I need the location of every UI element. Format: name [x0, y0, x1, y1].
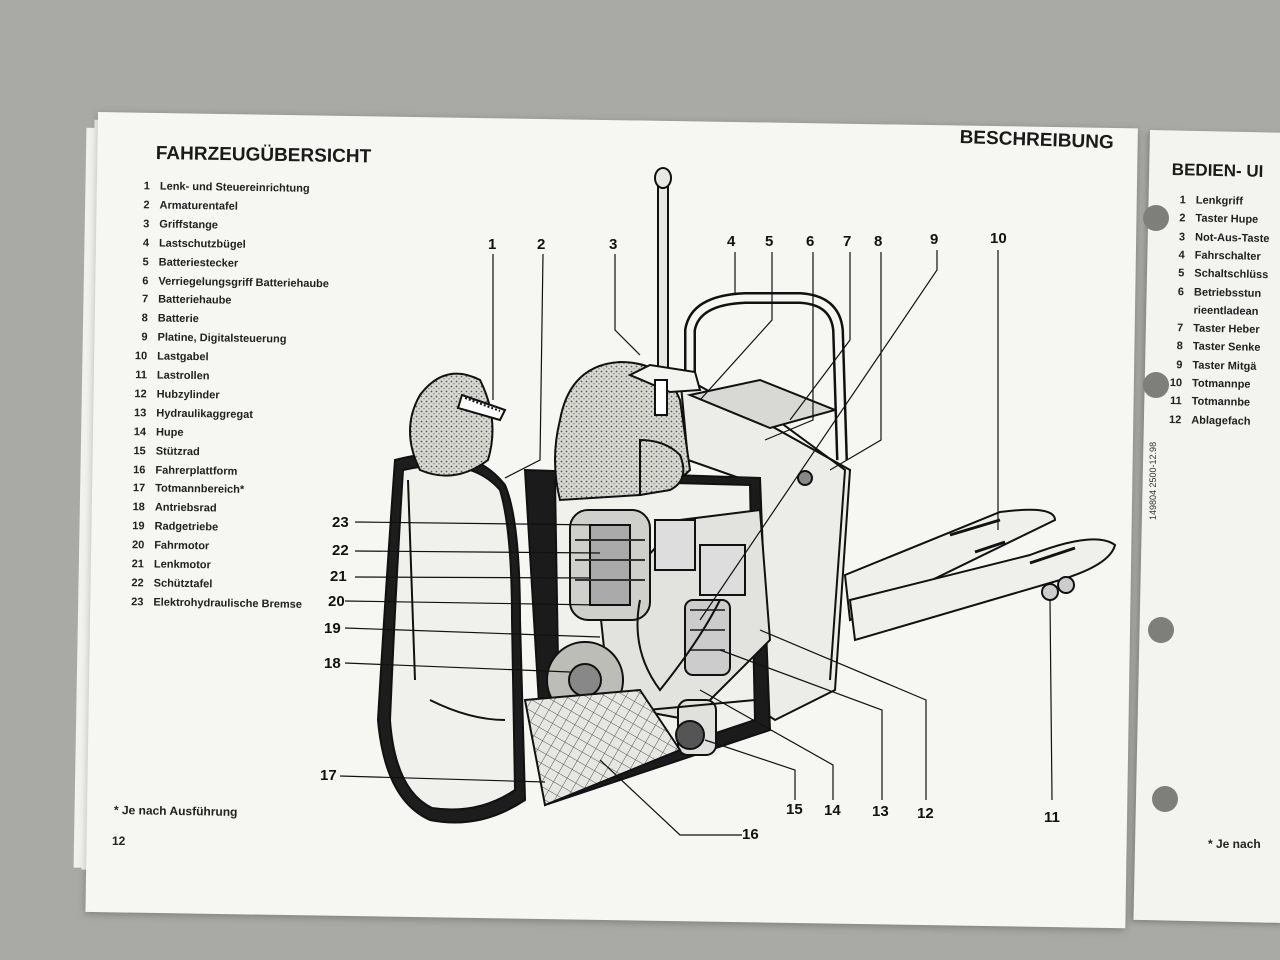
antenna-mast: [654, 167, 672, 381]
callout-number: 16: [742, 826, 759, 843]
callout-number: 14: [824, 802, 841, 819]
binder-hole: [1143, 372, 1169, 398]
page-number: 12: [112, 834, 126, 848]
side-shell: [376, 452, 527, 824]
callout-number: 3: [609, 236, 618, 253]
callout-number: 23: [332, 514, 349, 531]
load-forks: [843, 508, 1117, 642]
callout-number: 13: [872, 803, 889, 820]
binder-hole: [1152, 786, 1178, 812]
binder-hole: [1148, 617, 1174, 643]
callout-number: 9: [930, 231, 939, 248]
callout-number: 17: [320, 767, 337, 784]
callout-number: 15: [786, 801, 803, 818]
callout-number: 7: [843, 233, 852, 250]
callout-number: 4: [727, 233, 736, 250]
callout-number: 11: [1044, 809, 1060, 826]
callout-number: 6: [806, 233, 815, 250]
callout-number: 20: [328, 593, 345, 610]
right-page-footnote: * Je nach: [1208, 837, 1261, 851]
control-head: [409, 372, 507, 477]
callout-number: 10: [990, 230, 1007, 247]
callout-number: 22: [332, 542, 349, 559]
callout-number: 1: [488, 236, 497, 253]
callout-number: 18: [324, 655, 341, 672]
leader-lines: [339, 250, 1053, 836]
callout-number: 21: [330, 568, 347, 585]
callout-number: 19: [324, 620, 341, 637]
callout-number: 12: [917, 805, 934, 822]
operator-seat: [554, 360, 702, 502]
callout-number: 5: [765, 233, 774, 250]
binder-hole: [1143, 205, 1169, 231]
callout-number: 2: [537, 236, 546, 253]
callout-number: 8: [874, 233, 883, 250]
